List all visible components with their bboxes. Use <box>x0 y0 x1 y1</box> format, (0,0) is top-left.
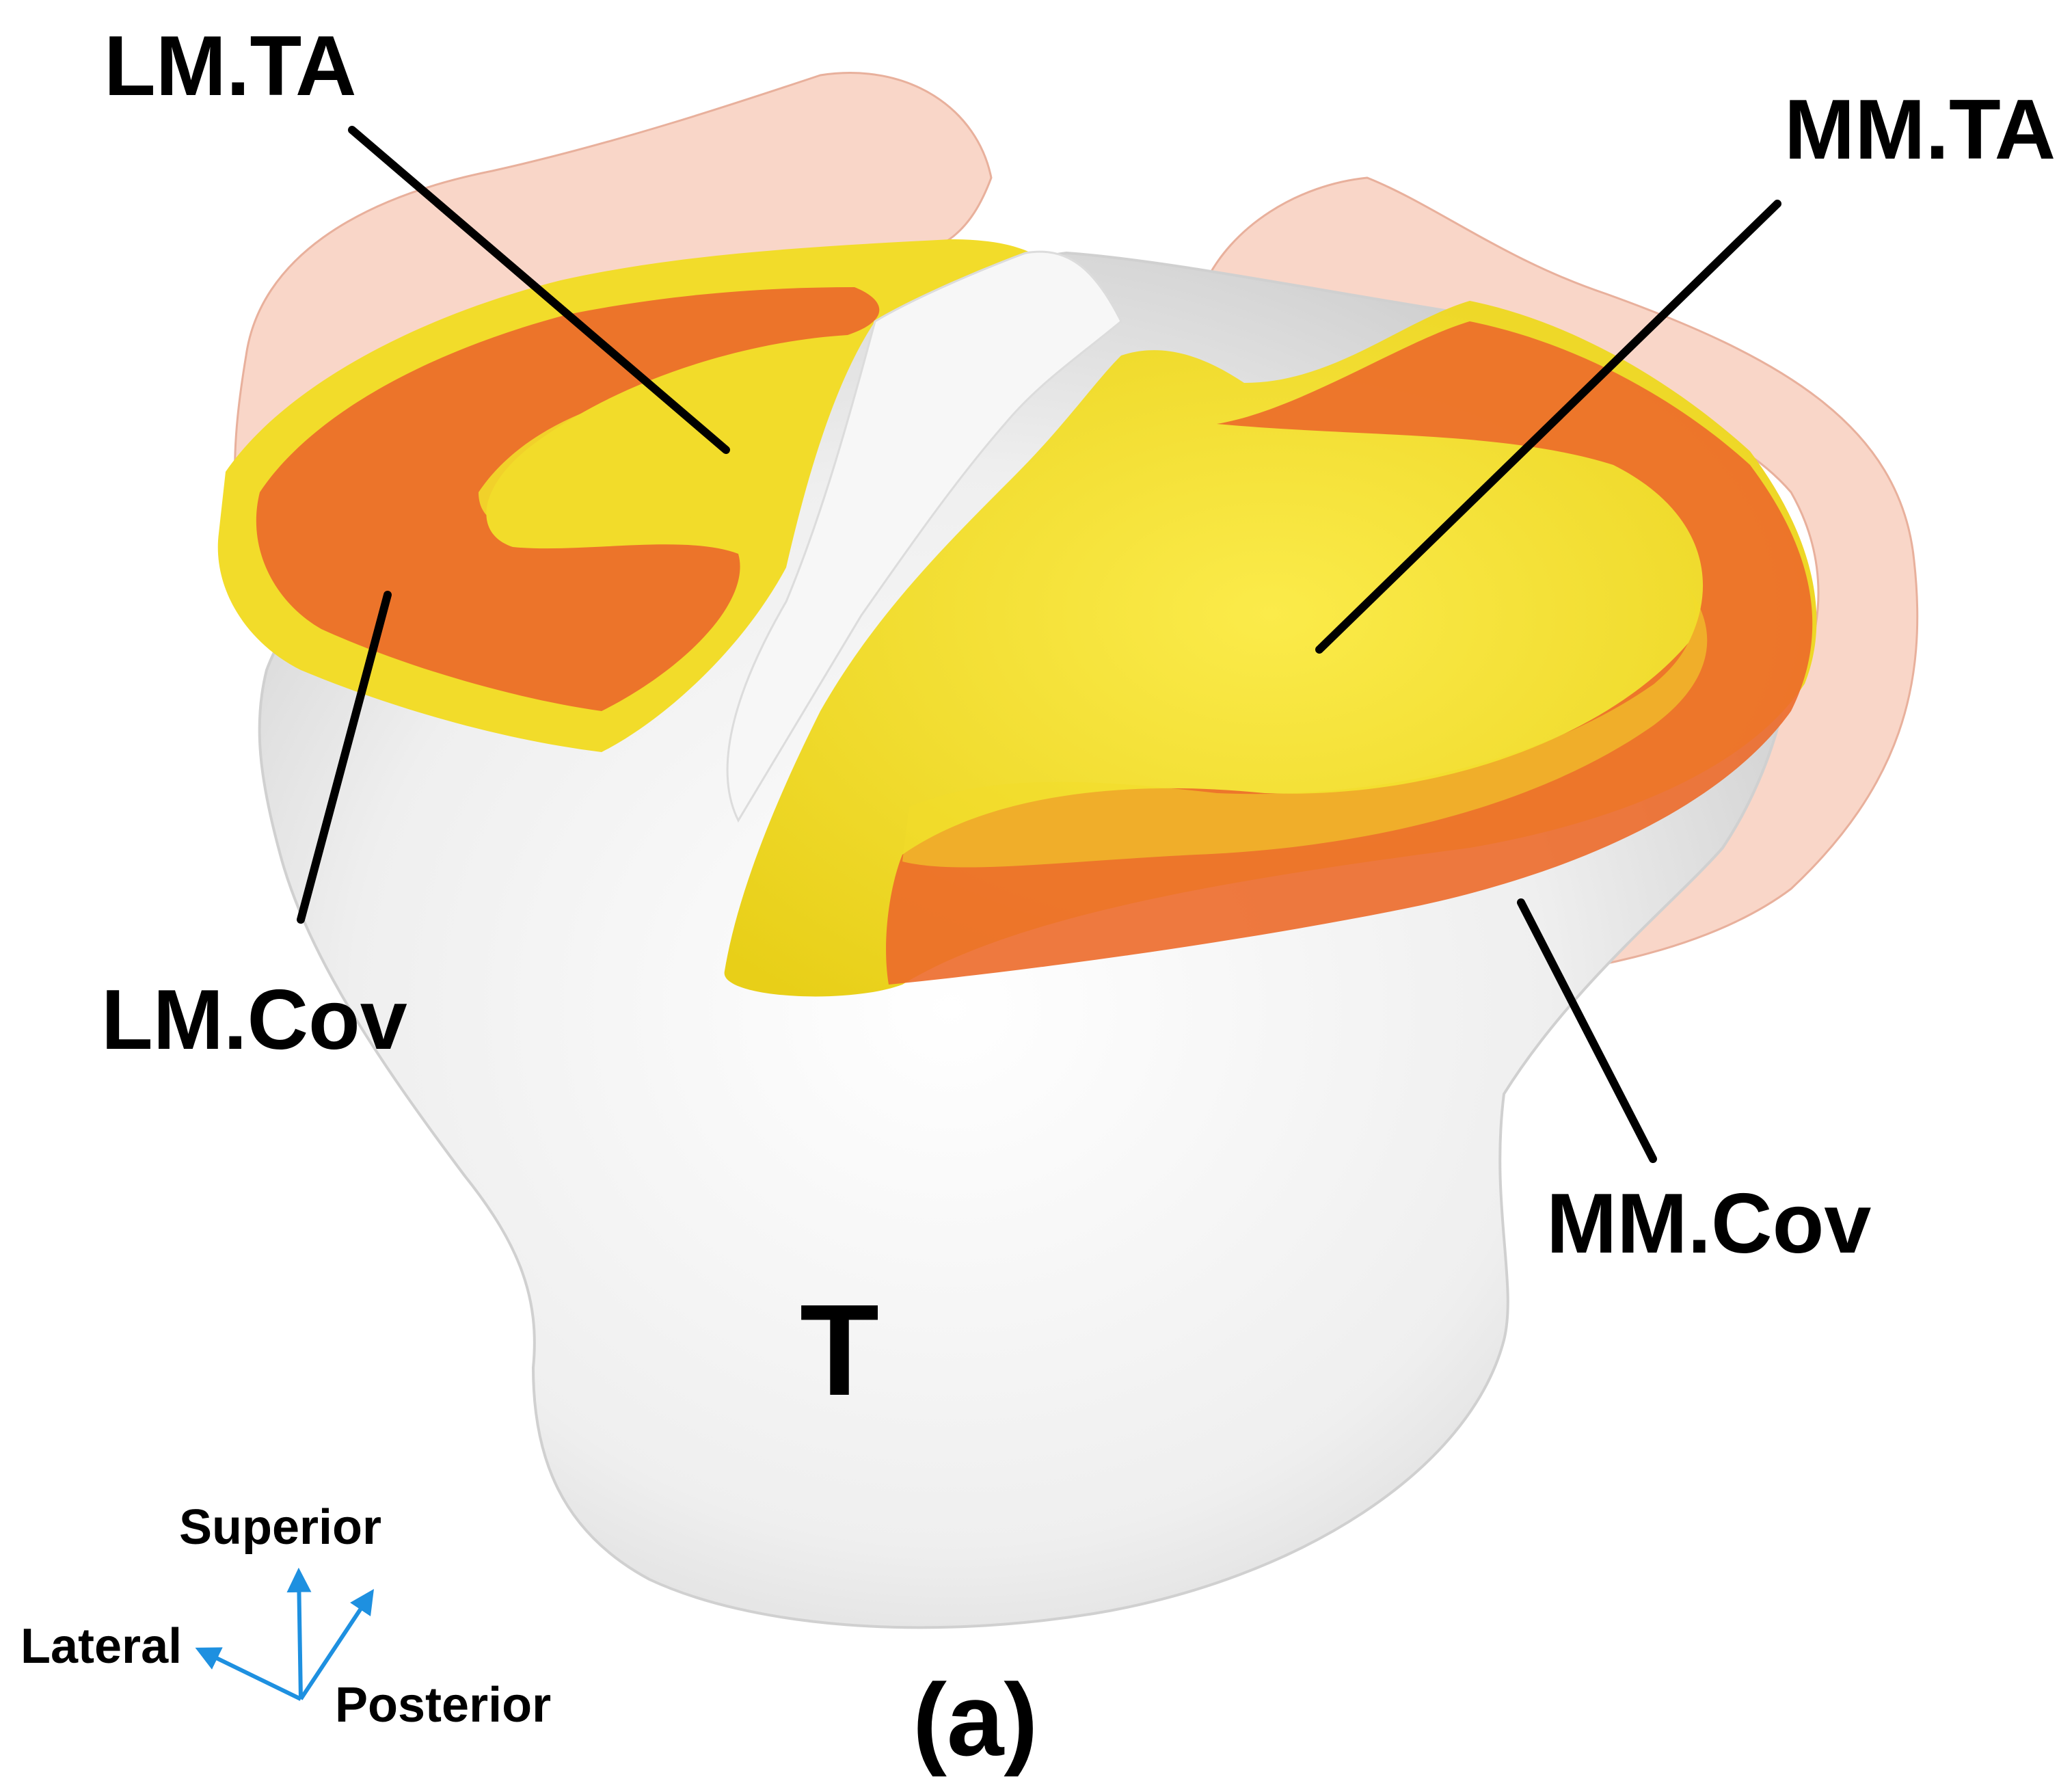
label-tibia: T <box>800 1285 879 1415</box>
lateral-arrow <box>200 1650 301 1699</box>
label-mm-cov: MM.Cov <box>1546 1181 1871 1266</box>
panel-label: (a) <box>913 1668 1038 1771</box>
superior-arrow <box>299 1573 301 1699</box>
axis-label-lateral: Lateral <box>21 1622 182 1671</box>
label-lm-ta: LM.TA <box>104 24 357 109</box>
label-mm-ta: MM.TA <box>1784 88 2056 172</box>
axis-label-superior: Superior <box>179 1503 381 1552</box>
label-lm-cov: LM.Cov <box>101 978 407 1063</box>
axis-label-posterior: Posterior <box>335 1681 551 1730</box>
